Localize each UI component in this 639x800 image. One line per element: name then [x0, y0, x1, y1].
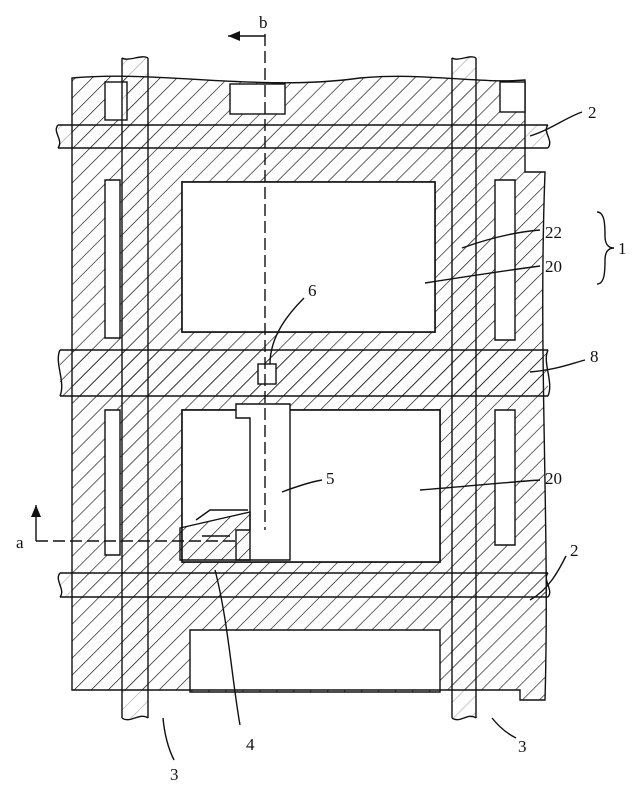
- label-scan-line-bottom: 2: [570, 541, 579, 560]
- label-drain: 5: [326, 469, 335, 488]
- label-section-a: a: [16, 533, 24, 552]
- label-section-b: b: [259, 13, 268, 32]
- label-data-line-right: 3: [518, 737, 527, 756]
- label-data-line-left: 3: [170, 765, 179, 784]
- data-line-right-fill: [452, 58, 476, 718]
- top-opening-right: [500, 82, 525, 112]
- pixel-electrode-upper: [182, 182, 435, 332]
- contact-hole: [258, 364, 276, 384]
- leader-3-left: [163, 718, 174, 760]
- leader-3-right: [492, 718, 516, 738]
- label-light-shield: 22: [545, 223, 562, 242]
- section-a-arrowhead: [31, 505, 41, 517]
- top-opening-center: [230, 84, 285, 114]
- label-contact-hole: 6: [308, 281, 317, 300]
- section-b-arrowhead: [228, 31, 240, 41]
- data-line-left-fill: [122, 58, 148, 718]
- label-pixel-group: 1: [618, 239, 627, 258]
- label-tft: 4: [246, 735, 255, 754]
- group-brace: [597, 212, 614, 284]
- label-pixel-electrode-lower: 20: [545, 469, 562, 488]
- label-pixel-electrode-upper: 20: [545, 257, 562, 276]
- label-scan-line-top: 2: [588, 103, 597, 122]
- label-storage-line: 8: [590, 347, 599, 366]
